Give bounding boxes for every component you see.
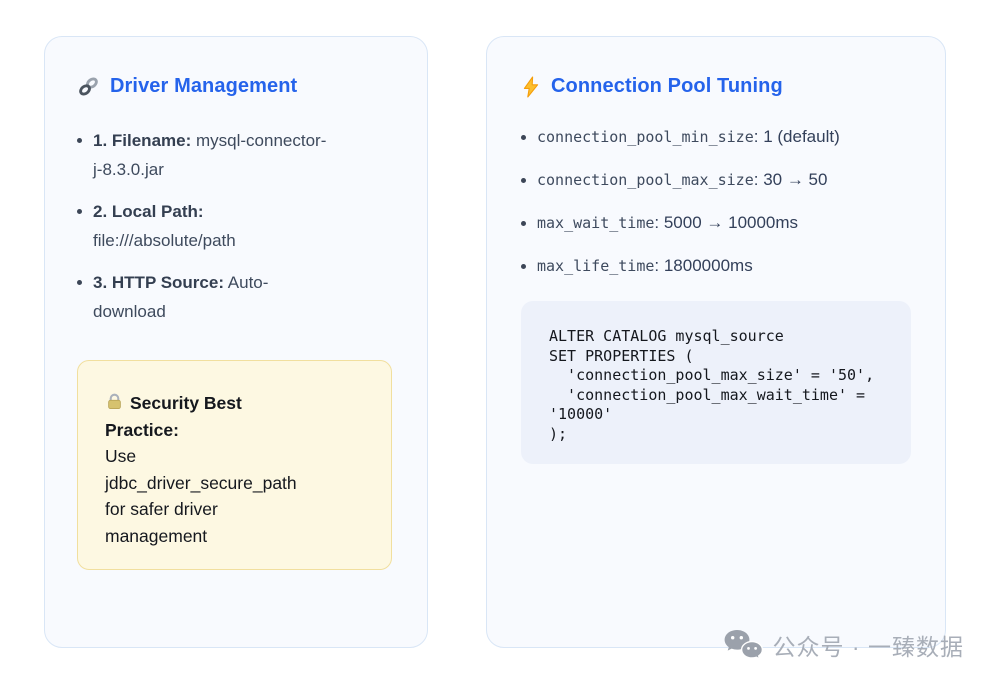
- list-item: 3. HTTP Source: Auto- download: [77, 268, 397, 326]
- wechat-icon: [723, 629, 763, 662]
- connection-pool-card: Connection Pool Tuning connection_pool_m…: [486, 36, 946, 648]
- lock-icon: [105, 392, 124, 411]
- watermark: 公众号 · 一臻数据: [723, 628, 964, 662]
- watermark-text: 公众号 · 一臻数据: [772, 634, 964, 660]
- item-label: 1. Filename:: [93, 131, 192, 150]
- lightning-icon: [521, 75, 541, 98]
- list-item: connection_pool_max_size: 30 → 50: [521, 169, 915, 191]
- sql-code: ALTER CATALOG mysql_source SET PROPERTIE…: [549, 327, 875, 443]
- setting-key: connection_pool_max_size: [537, 171, 754, 189]
- bullet-icon: [521, 135, 526, 140]
- bullet-icon: [521, 264, 526, 269]
- list-item: max_wait_time: 5000 → 10000ms: [521, 212, 915, 234]
- callout-title: Security Best Practice:: [105, 393, 242, 440]
- callout-body: Use jdbc_driver_secure_path for safer dr…: [105, 446, 297, 546]
- bullet-icon: [521, 178, 526, 183]
- driver-list: 1. Filename: mysql-connector- j-8.3.0.ja…: [77, 126, 397, 326]
- bullet-icon: [77, 138, 82, 143]
- card-title: Connection Pool Tuning: [551, 75, 783, 97]
- link-icon: [77, 75, 100, 98]
- setting-value: : 30 → 50: [753, 170, 828, 189]
- card-title: Driver Management: [110, 75, 298, 97]
- driver-management-card: Driver Management 1. Filename: mysql-con…: [44, 36, 428, 648]
- setting-value: : 1 (default): [753, 127, 840, 146]
- driver-management-header: Driver Management: [77, 75, 397, 98]
- list-item: 1. Filename: mysql-connector- j-8.3.0.ja…: [77, 126, 397, 184]
- setting-value: : 1800000ms: [654, 256, 753, 275]
- item-value: Auto- download: [93, 273, 269, 321]
- connection-pool-header: Connection Pool Tuning: [521, 75, 915, 98]
- setting-key: connection_pool_min_size: [537, 128, 754, 146]
- list-item: 2. Local Path: file:///absolute/path: [77, 197, 397, 255]
- pool-settings-list: connection_pool_min_size: 1 (default) co…: [521, 126, 915, 277]
- setting-value: : 5000 → 10000ms: [654, 213, 799, 232]
- item-label: 3. HTTP Source:: [93, 273, 224, 292]
- list-item: max_life_time: 1800000ms: [521, 255, 915, 277]
- setting-key: max_life_time: [537, 257, 655, 275]
- sql-code-block: ALTER CATALOG mysql_source SET PROPERTIE…: [521, 301, 911, 464]
- setting-key: max_wait_time: [537, 214, 655, 232]
- bullet-icon: [521, 221, 526, 226]
- item-value: mysql-connector- j-8.3.0.jar: [93, 131, 327, 179]
- item-value: file:///absolute/path: [93, 231, 236, 250]
- bullet-icon: [77, 280, 82, 285]
- security-callout: Security Best Practice: Use jdbc_driver_…: [77, 360, 392, 570]
- bullet-icon: [77, 209, 82, 214]
- item-label: 2. Local Path:: [93, 202, 204, 221]
- list-item: connection_pool_min_size: 1 (default): [521, 126, 915, 148]
